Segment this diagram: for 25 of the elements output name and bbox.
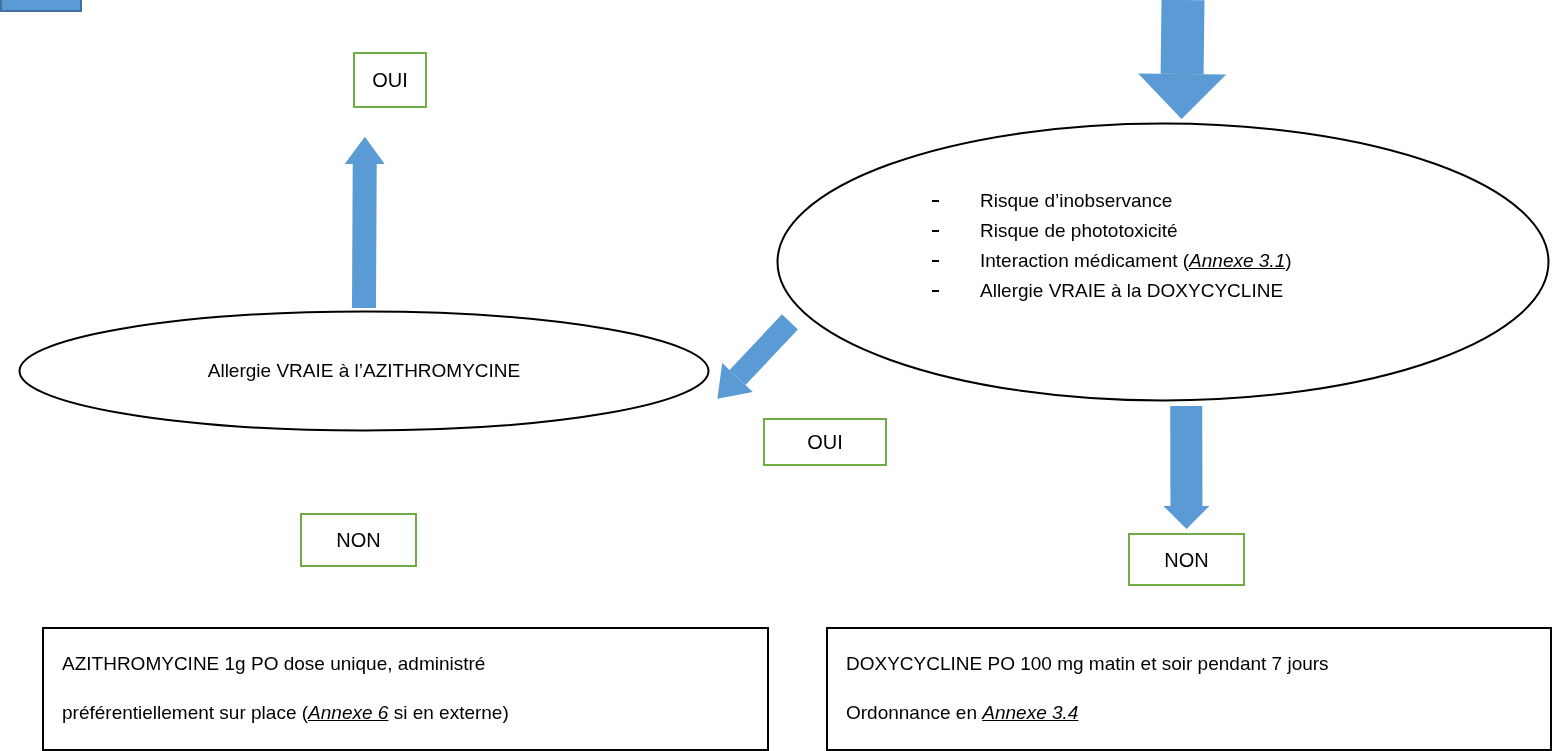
answer-box xyxy=(300,513,417,567)
treatment-text: Ordonnance en Annexe 3.4 xyxy=(846,701,1080,725)
treatment-box xyxy=(42,627,769,751)
treatment-text: AZITHROMYCINE 1g PO dose unique, administré préférentiellement sur place (Annexe 6 si en externe) xyxy=(62,652,510,725)
box-shape xyxy=(0,0,82,12)
block-arrow xyxy=(1163,405,1210,529)
decision-ellipse xyxy=(776,122,1550,402)
condition-text: Risque d’inobservance xyxy=(980,189,1173,213)
condition-text: Allergie VRAIE à la DOXYCYCLINE xyxy=(980,279,1284,303)
answer-text: NON xyxy=(336,528,381,553)
block-arrow xyxy=(1138,0,1227,119)
decision-ellipse xyxy=(18,310,710,432)
answer-box xyxy=(763,418,887,466)
condition-text: Interaction médicament (Annexe 3.1) xyxy=(980,249,1292,273)
answer-text: OUI xyxy=(807,430,843,455)
answer-text: NON xyxy=(1164,547,1209,573)
condition-text: Risque de phototoxicité xyxy=(980,219,1178,243)
treatment-box xyxy=(826,627,1552,751)
block-arrow xyxy=(717,314,798,399)
answer-text: OUI xyxy=(372,68,408,93)
condition-text: Allergie VRAIE à l’AZITHROMYCINE xyxy=(207,358,521,383)
treatment-text: DOXYCYCLINE PO 100 mg matin et soir pendant 7 jours xyxy=(846,652,1330,676)
block-arrow xyxy=(344,136,385,309)
answer-box xyxy=(1128,533,1245,586)
answer-box xyxy=(353,52,427,108)
